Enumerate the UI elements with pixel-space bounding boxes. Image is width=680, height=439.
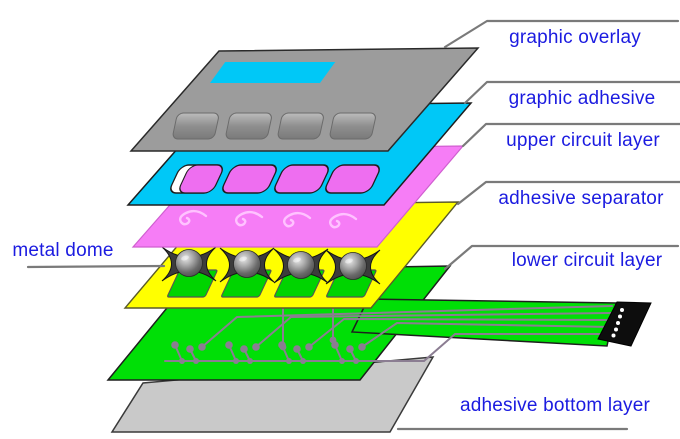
leader-graphic-overlay xyxy=(443,19,680,49)
leader-lines xyxy=(26,19,680,431)
leader-lower-circuit xyxy=(443,244,680,271)
label-upper-circuit-layer: upper circuit layer xyxy=(506,130,660,151)
metal-dome-3 xyxy=(273,248,329,284)
circuit-traces xyxy=(164,294,613,364)
key-pad-2 xyxy=(222,164,277,194)
label-adhesive-separator: adhesive separator xyxy=(498,188,664,209)
label-adhesive-bottom-layer: adhesive bottom layer xyxy=(459,395,651,416)
label-metal-dome: metal dome xyxy=(12,240,114,261)
adhesive-key-cutouts xyxy=(170,164,380,194)
label-graphic-adhesive: graphic adhesive xyxy=(508,88,656,109)
overlay-button-1 xyxy=(172,112,219,140)
label-lower-circuit-layer: lower circuit layer xyxy=(511,250,663,271)
leader-upper-circuit xyxy=(461,122,680,148)
key-pad-1 xyxy=(179,164,223,194)
leader-graphic-adhesive xyxy=(463,80,680,105)
upper-circuit-traces xyxy=(178,209,358,229)
connector-pins xyxy=(611,308,624,338)
graphic-overlay-group xyxy=(129,47,480,152)
overlay-button-2 xyxy=(225,112,272,140)
overlay-button-3 xyxy=(277,112,324,140)
tail-connector xyxy=(597,301,652,347)
display-window xyxy=(210,62,336,83)
metal-dome-2 xyxy=(219,247,275,283)
overlay-buttons xyxy=(172,112,376,140)
leader-metal-dome xyxy=(26,264,166,269)
overlay-button-4 xyxy=(329,112,376,140)
leader-adhesive-separator xyxy=(456,180,680,206)
metal-dome-4 xyxy=(325,249,381,285)
trace-pads xyxy=(171,336,366,364)
key-pad-3 xyxy=(274,164,329,194)
label-graphic-overlay: graphic overlay xyxy=(509,27,641,48)
key-pad-4 xyxy=(325,164,380,194)
metal-domes xyxy=(161,246,381,285)
metal-dome-1 xyxy=(161,246,217,282)
